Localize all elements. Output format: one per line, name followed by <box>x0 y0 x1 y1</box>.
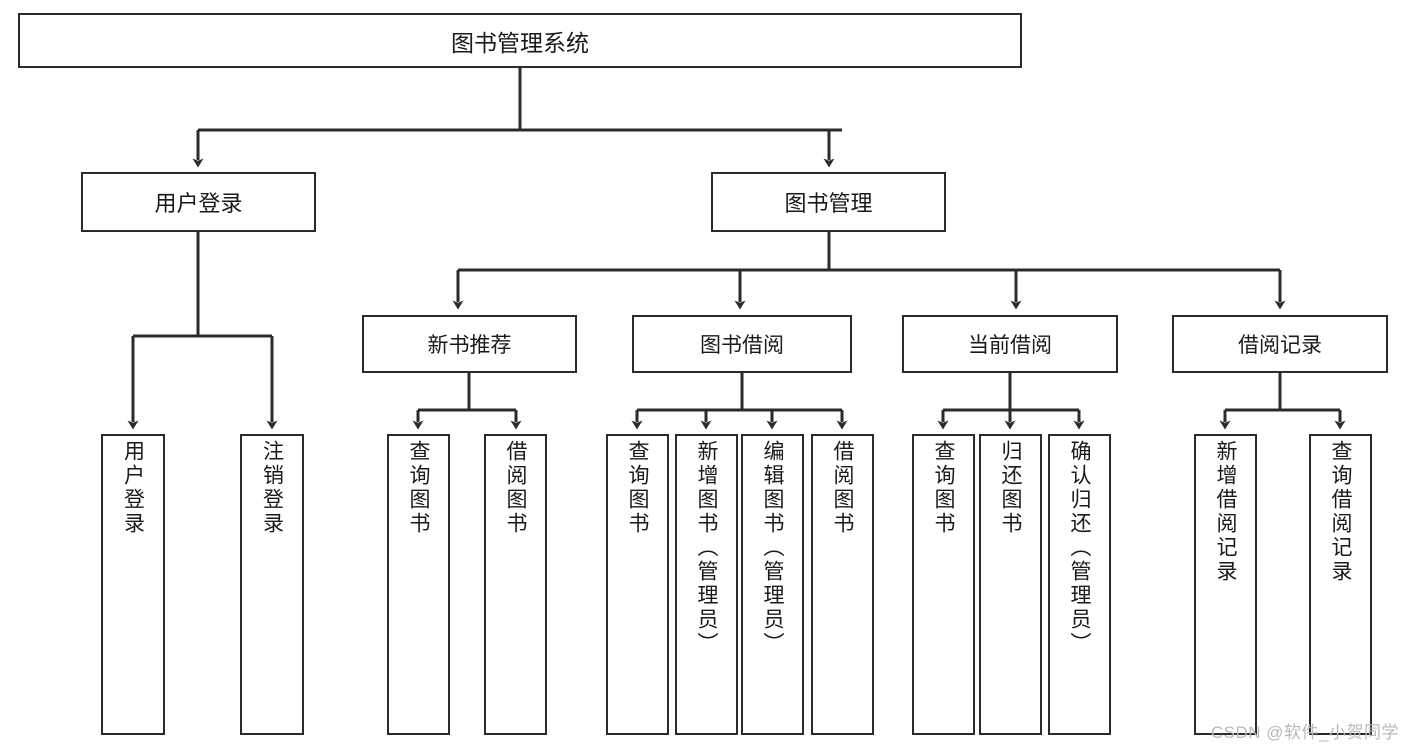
leaf-recommend-query-book[interactable]: 查询图书 <box>387 434 450 735</box>
leaf-record-query-label: 查询借阅记录 <box>1329 440 1352 584</box>
leaf-current-confirm-return-label: 确认归还（管理员） <box>1068 440 1091 656</box>
node-borrow-record[interactable]: 借阅记录 <box>1172 315 1388 373</box>
node-root[interactable]: 图书管理系统 <box>18 13 1022 68</box>
leaf-borrow-query-book-label: 查询图书 <box>626 440 649 536</box>
leaf-borrow-query-book[interactable]: 查询图书 <box>606 434 669 735</box>
leaf-recommend-borrow-book-label: 借阅图书 <box>504 440 527 536</box>
node-user-login-label: 用户登录 <box>154 191 243 216</box>
leaf-user-login-label: 用户登录 <box>121 440 145 536</box>
leaf-borrow-add-book[interactable]: 新增图书（管理员） <box>675 434 738 735</box>
node-book-management[interactable]: 图书管理 <box>711 172 946 232</box>
node-root-label: 图书管理系统 <box>451 29 589 56</box>
leaf-user-logout-label: 注销登录 <box>260 440 284 536</box>
watermark: CSDN @软件_小贺同学 <box>1210 723 1399 742</box>
node-user-login[interactable]: 用户登录 <box>81 172 316 232</box>
leaf-borrow-borrow-book-label: 借阅图书 <box>831 440 854 536</box>
leaf-user-login[interactable]: 用户登录 <box>101 434 165 735</box>
node-new-book-recommend[interactable]: 新书推荐 <box>362 315 577 373</box>
leaf-record-query[interactable]: 查询借阅记录 <box>1309 434 1372 735</box>
leaf-current-return-book-label: 归还图书 <box>999 440 1022 536</box>
leaf-recommend-query-book-label: 查询图书 <box>407 440 430 536</box>
leaf-borrow-borrow-book[interactable]: 借阅图书 <box>811 434 874 735</box>
node-book-management-label: 图书管理 <box>784 191 873 216</box>
leaf-record-add[interactable]: 新增借阅记录 <box>1194 434 1257 735</box>
node-new-book-recommend-label: 新书推荐 <box>427 334 512 357</box>
leaf-current-query-book[interactable]: 查询图书 <box>912 434 975 735</box>
leaf-current-query-book-label: 查询图书 <box>932 440 955 536</box>
leaf-recommend-borrow-book[interactable]: 借阅图书 <box>484 434 547 735</box>
leaf-borrow-edit-book[interactable]: 编辑图书（管理员） <box>741 434 804 735</box>
leaf-current-return-book[interactable]: 归还图书 <box>979 434 1042 735</box>
leaf-current-confirm-return[interactable]: 确认归还（管理员） <box>1048 434 1111 735</box>
leaf-user-logout[interactable]: 注销登录 <box>240 434 304 735</box>
node-book-borrow[interactable]: 图书借阅 <box>632 315 852 373</box>
node-borrow-record-label: 借阅记录 <box>1238 334 1322 357</box>
leaf-borrow-add-book-label: 新增图书（管理员） <box>695 440 718 656</box>
node-current-borrow[interactable]: 当前借阅 <box>902 315 1118 373</box>
leaf-record-add-label: 新增借阅记录 <box>1214 440 1237 584</box>
node-book-borrow-label: 图书借阅 <box>700 334 784 357</box>
node-current-borrow-label: 当前借阅 <box>968 334 1052 357</box>
leaf-borrow-edit-book-label: 编辑图书（管理员） <box>761 440 784 656</box>
